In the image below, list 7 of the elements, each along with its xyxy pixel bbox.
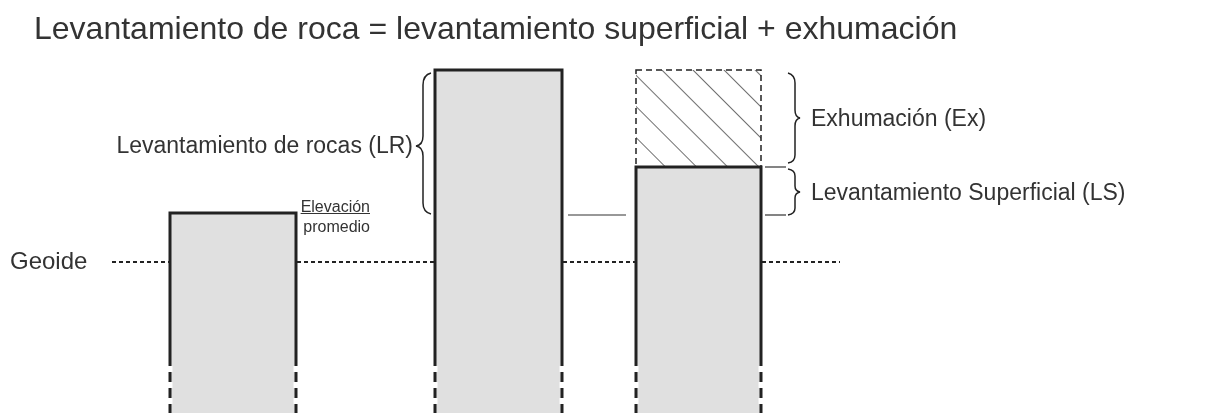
average-elevation-label: promedio <box>303 219 370 235</box>
exhumation-label: Exhumación (Ex) <box>811 107 987 130</box>
average-elevation-label: Elevación <box>300 199 370 215</box>
geoid-label: Geoide <box>10 249 88 273</box>
surface-uplift-label: Levantamiento Superficial (LS) <box>811 181 1126 204</box>
title: Levantamiento de roca = levantamiento superficial + exhumación <box>34 12 958 44</box>
rock-uplift-label: Levantamiento de rocas (LR) <box>116 134 413 157</box>
